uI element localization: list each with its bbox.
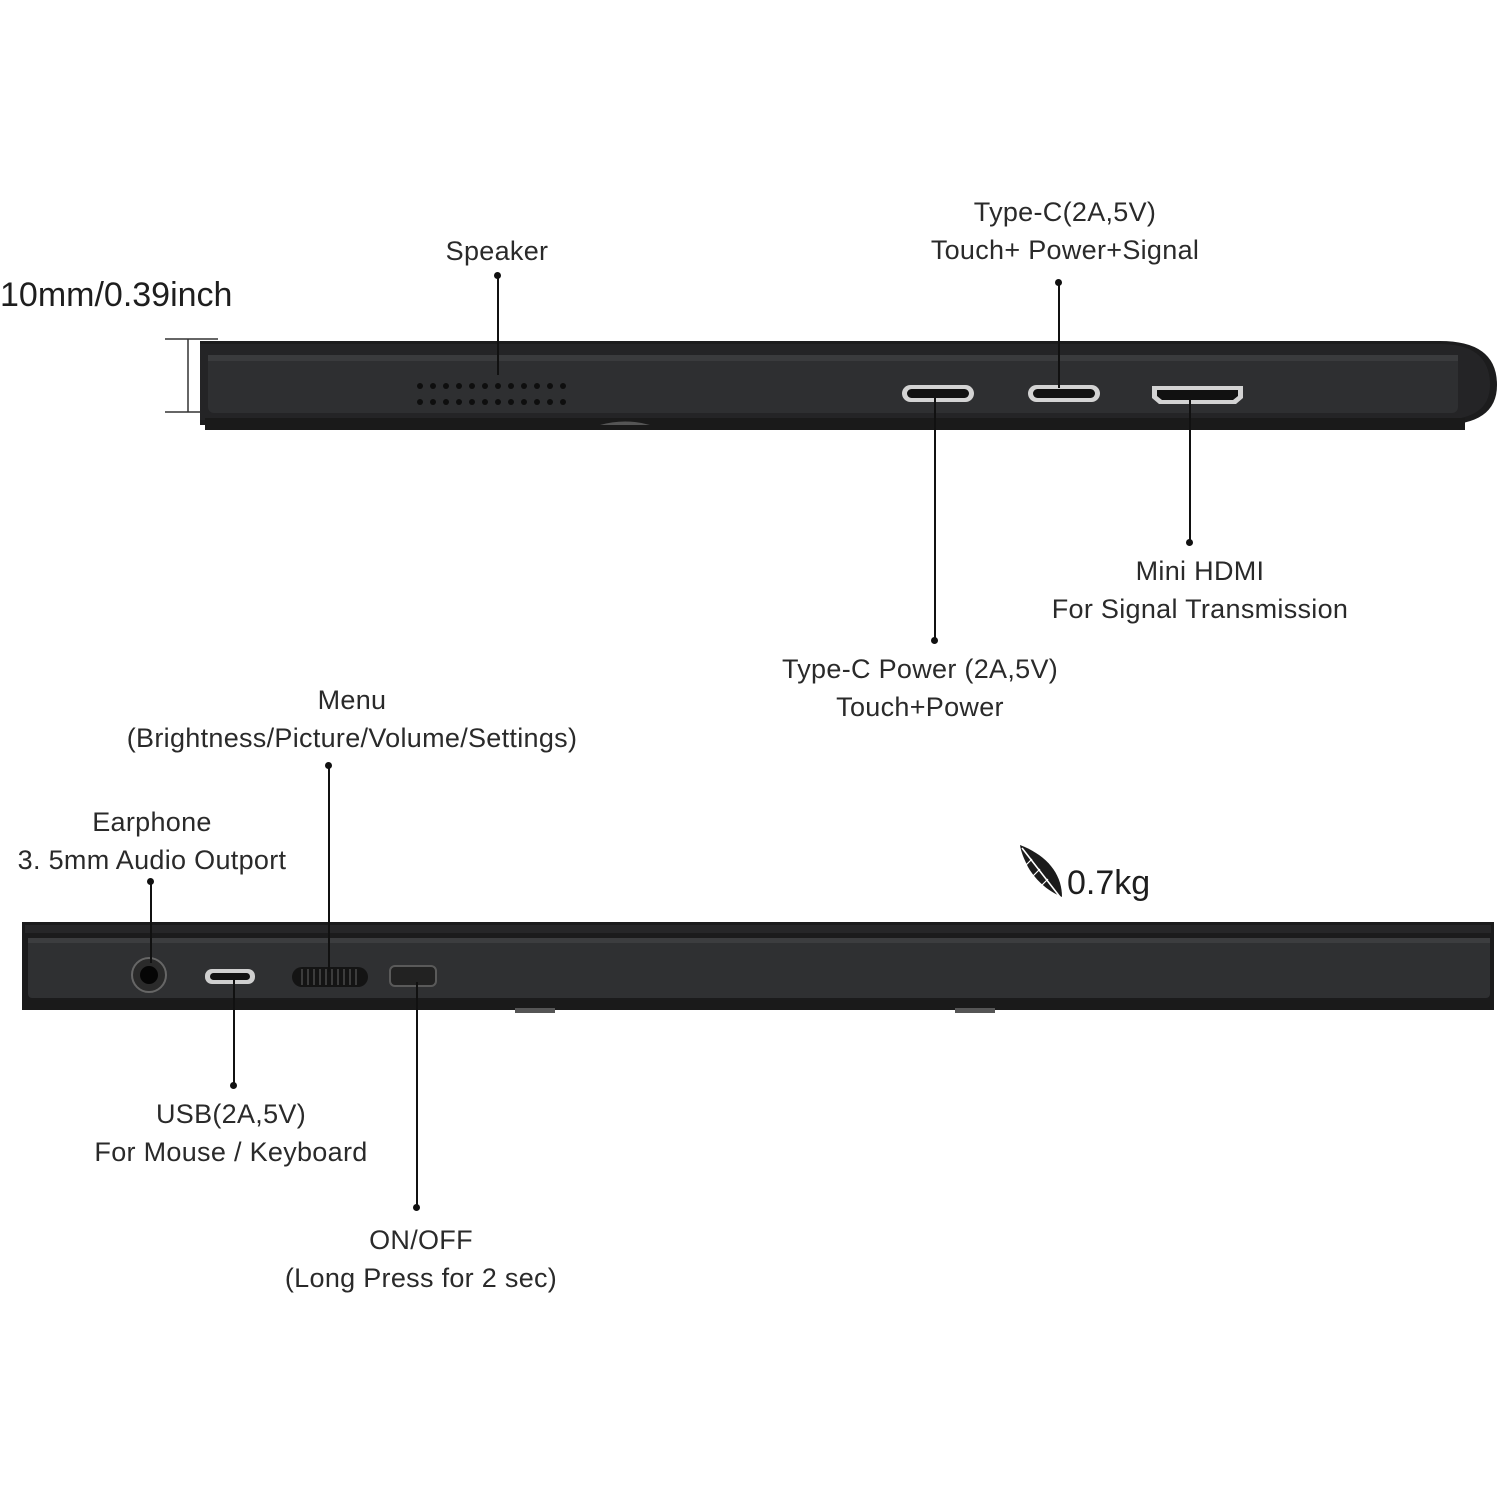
typec-power-label: Type-C Power (2A,5V) Touch+Power [781,654,1059,722]
menu-leader [328,766,330,972]
mini-hdmi-leader [1189,398,1191,544]
onoff-leader [416,982,418,1208]
speaker-label: Speaker [445,236,549,266]
typec-power-leader [934,398,936,642]
mini-hdmi-dot [1186,539,1193,546]
menu-dot [325,762,332,769]
earphone-leader [150,883,152,963]
top-device [165,338,1497,430]
weight-label: 0.7kg [1067,864,1151,902]
speaker-leader [497,275,499,375]
bottom-device [22,922,1494,1013]
usb-dot [230,1082,237,1089]
speaker-dot [494,272,501,279]
menu-label: Menu (Brightness/Picture/Volume/Settings… [126,685,578,753]
typec-signal-label: Type-C(2A,5V) Touch+ Power+Signal [930,197,1200,265]
speaker-grill [417,383,566,405]
thickness-label: 10mm/0.39inch [0,276,233,314]
earphone-label: Earphone 3. 5mm Audio Outport [17,807,287,875]
earphone-dot [147,878,154,885]
typec-signal-leader [1058,283,1060,388]
typec-signal-dot [1055,279,1062,286]
usb-leader [233,980,235,1086]
usb-label: USB(2A,5V) For Mouse / Keyboard [94,1099,368,1167]
onoff-dot [413,1204,420,1211]
typec-power-dot [931,637,938,644]
mini-hdmi-label: Mini HDMI For Signal Transmission [1051,556,1349,624]
feather-icon [1020,845,1062,898]
onoff-label: ON/OFF (Long Press for 2 sec) [284,1225,558,1293]
